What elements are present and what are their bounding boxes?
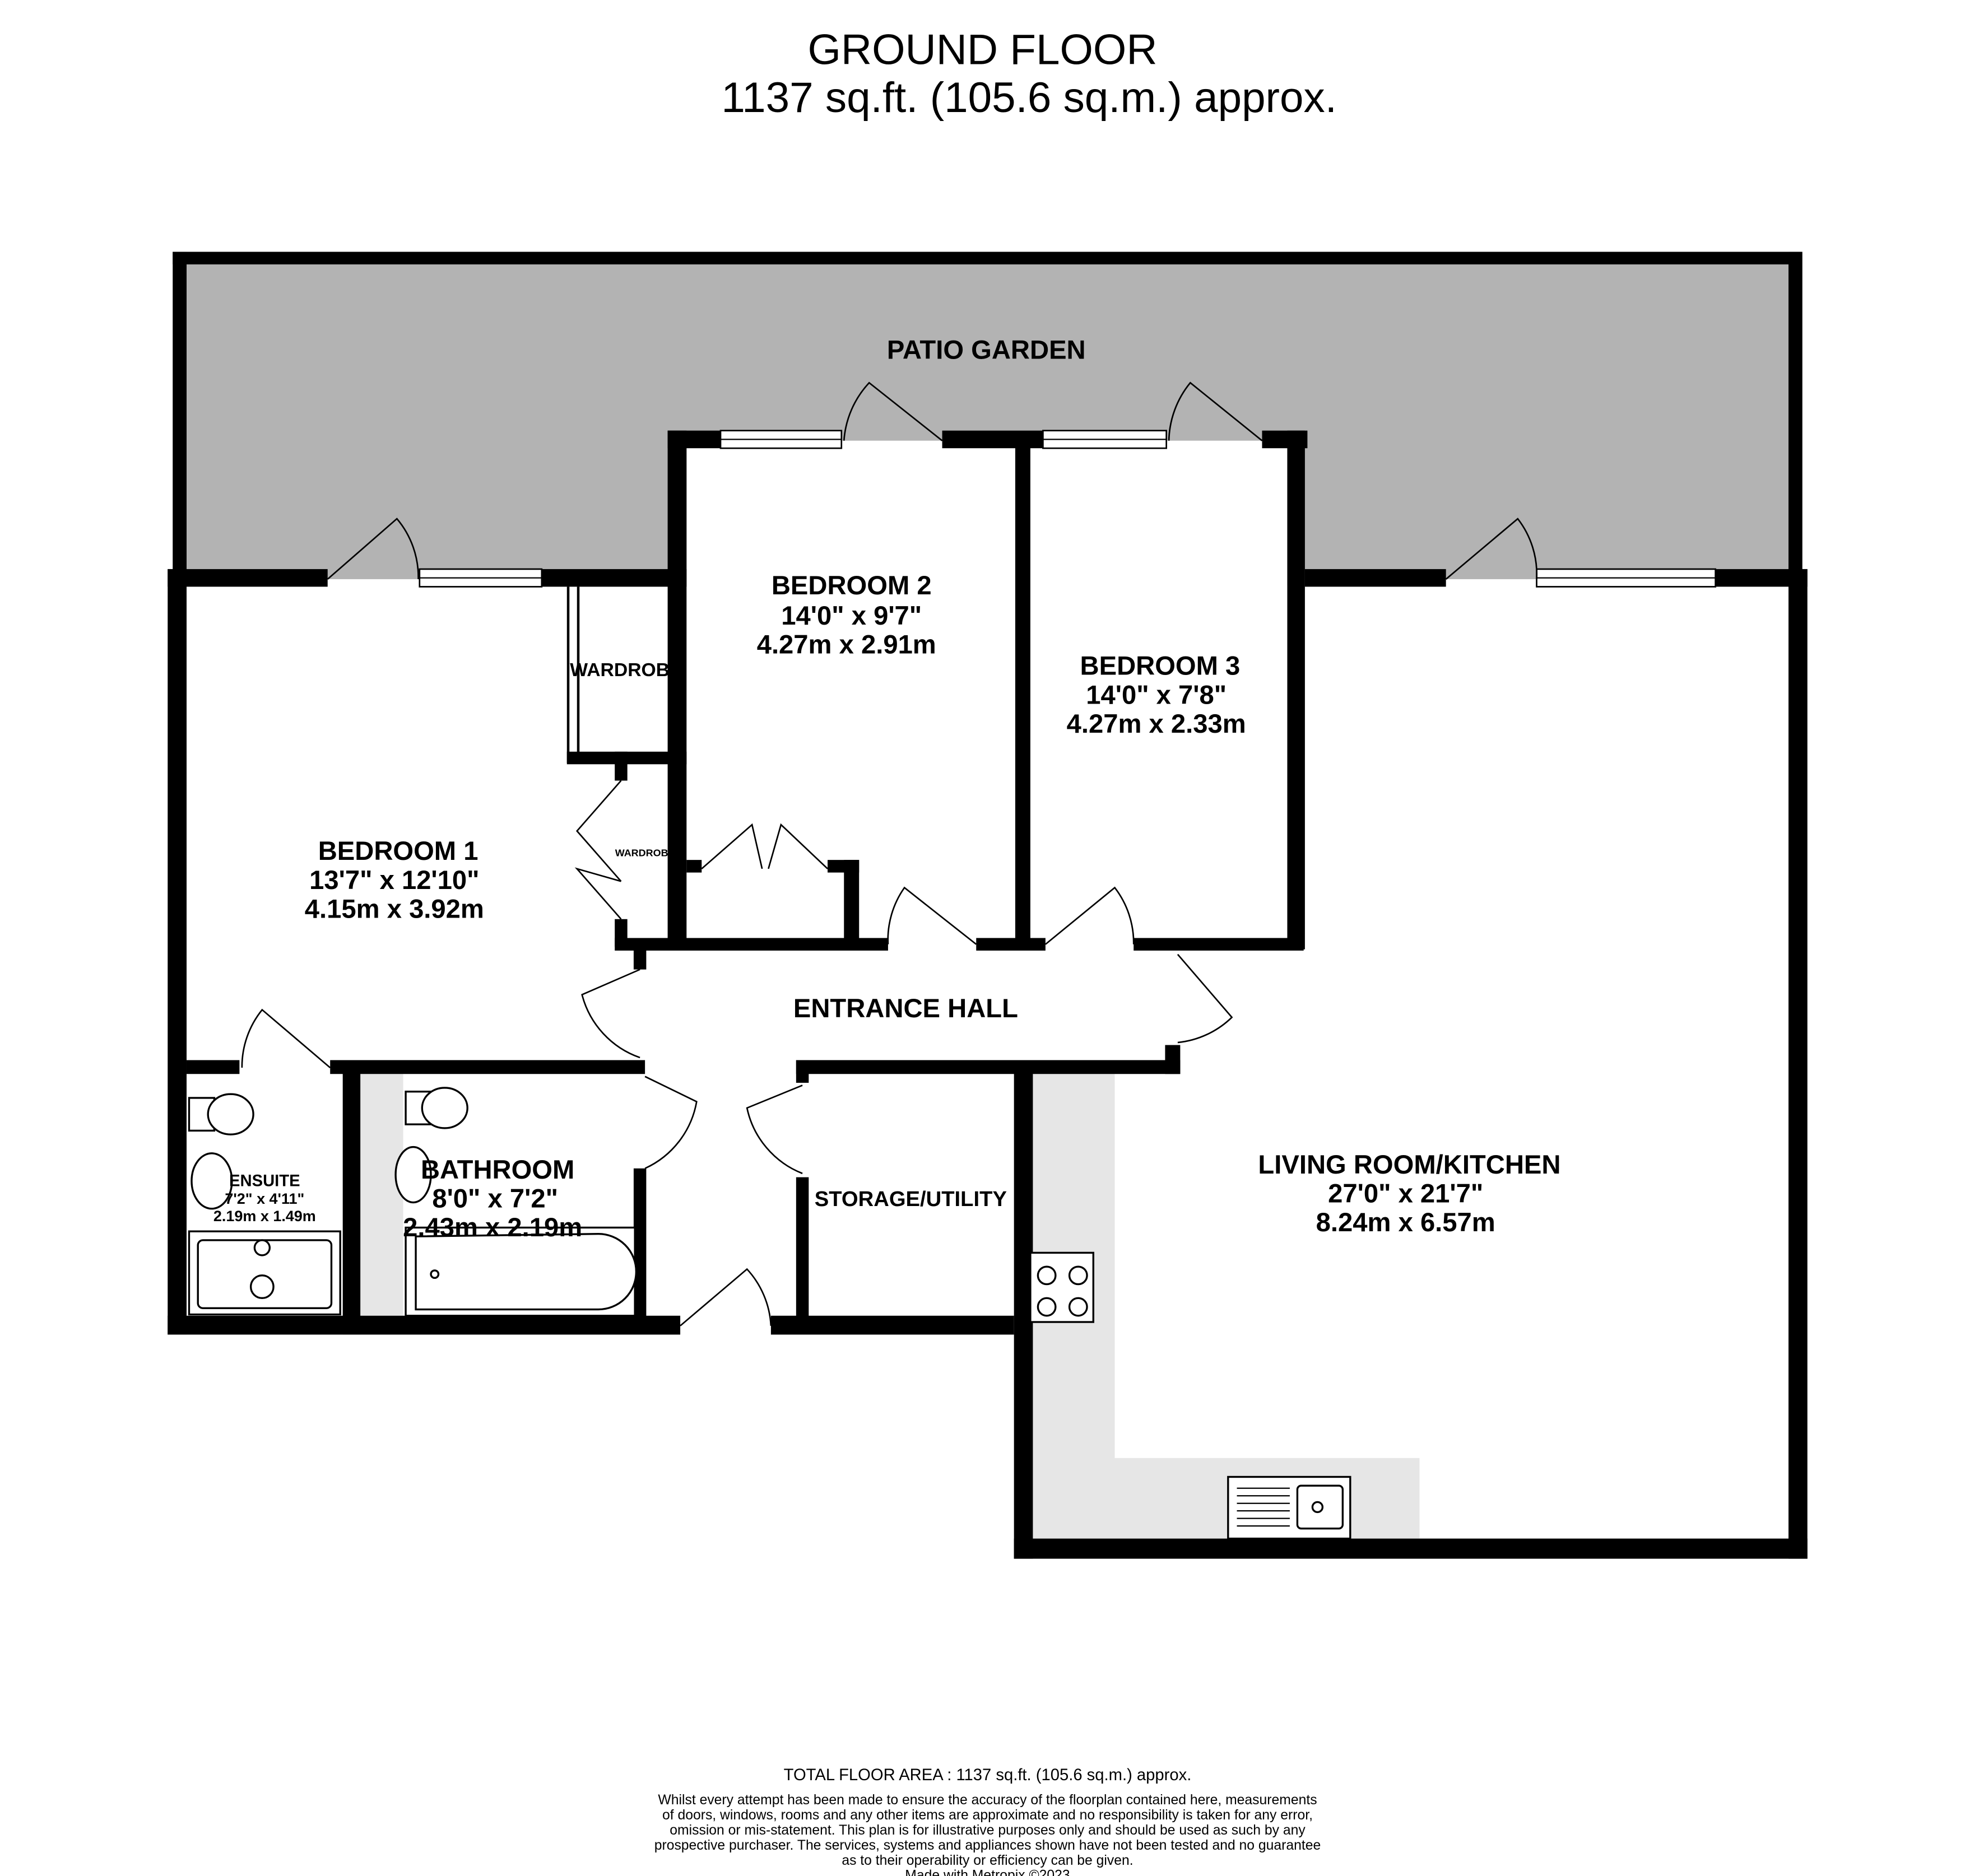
- living-label: LIVING ROOM/KITCHEN: [1258, 1150, 1560, 1180]
- bathroom-label: BATHROOM: [421, 1155, 574, 1185]
- disclaimer-line: as to their operability or efficiency ca…: [842, 1853, 1133, 1868]
- bedroom3-imperial: 14'0" x 7'8": [1086, 680, 1227, 710]
- bathroom-boxing: [360, 1074, 403, 1316]
- bedroom1-metric: 4.15m x 3.92m: [305, 895, 484, 924]
- sink-icon: [191, 1152, 233, 1210]
- disclaimer-line: prospective purchaser. The services, sys…: [654, 1838, 1321, 1853]
- credit: Made with Metropix ©2023: [905, 1868, 1070, 1876]
- bedroom3-label: BEDROOM 3: [1080, 651, 1241, 681]
- bedroom1-label: BEDROOM 1: [318, 836, 479, 866]
- wardrobe-small-label: WARDROBE: [615, 847, 675, 858]
- bedroom2-imperial: 14'0" x 9'7": [781, 601, 922, 631]
- living-imperial: 27'0" x 21'7": [1328, 1179, 1483, 1209]
- walls: [168, 430, 1808, 1559]
- disclaimer-line: Whilst every attempt has been made to en…: [658, 1793, 1317, 1808]
- total-floor-area: TOTAL FLOOR AREA : 1137 sq.ft. (105.6 sq…: [784, 1766, 1192, 1784]
- bedroom2-label: BEDROOM 2: [772, 571, 932, 600]
- bedroom2-metric: 4.27m x 2.91m: [757, 630, 936, 660]
- bathroom-metric: 2.43m x 2.19m: [403, 1213, 582, 1242]
- ensuite-label: ENSUITE: [229, 1172, 300, 1190]
- bath-icon: [405, 1226, 637, 1317]
- shower-tray-icon: [188, 1230, 341, 1316]
- bathroom-imperial: 8'0" x 7'2": [432, 1184, 558, 1213]
- patio-garden: [173, 252, 1803, 592]
- ensuite-imperial: 7'2" x 4'11": [225, 1190, 304, 1207]
- wardrobe-label: WARDROBE: [570, 659, 682, 681]
- entrance-hall-label: ENTRANCE HALL: [793, 994, 1018, 1023]
- ensuite-metric: 2.19m x 1.49m: [213, 1208, 316, 1225]
- bedroom3-metric: 4.27m x 2.33m: [1067, 709, 1246, 739]
- living-metric: 8.24m x 6.57m: [1316, 1208, 1495, 1237]
- disclaimer-line: omission or mis-statement. This plan is …: [670, 1823, 1306, 1838]
- doors: [241, 381, 1538, 1326]
- bedroom1-imperial: 13'7" x 12'10": [309, 865, 479, 895]
- hob-icon: [1029, 1251, 1094, 1323]
- toilet-icon: [188, 1093, 254, 1135]
- fixtures: [188, 1087, 1351, 1540]
- sink-icon: [394, 1146, 432, 1204]
- storage-label: STORAGE/UTILITY: [815, 1187, 1007, 1211]
- floor-name: GROUND FLOOR: [807, 26, 1157, 74]
- patio-label: PATIO GARDEN: [887, 336, 1086, 365]
- disclaimer-line: of doors, windows, rooms and any other i…: [662, 1808, 1313, 1823]
- floor-area: 1137 sq.ft. (105.6 sq.m.) approx.: [721, 74, 1337, 122]
- kitchen-sink-icon: [1227, 1475, 1351, 1540]
- toilet-icon: [405, 1087, 468, 1129]
- windows: [419, 430, 1716, 588]
